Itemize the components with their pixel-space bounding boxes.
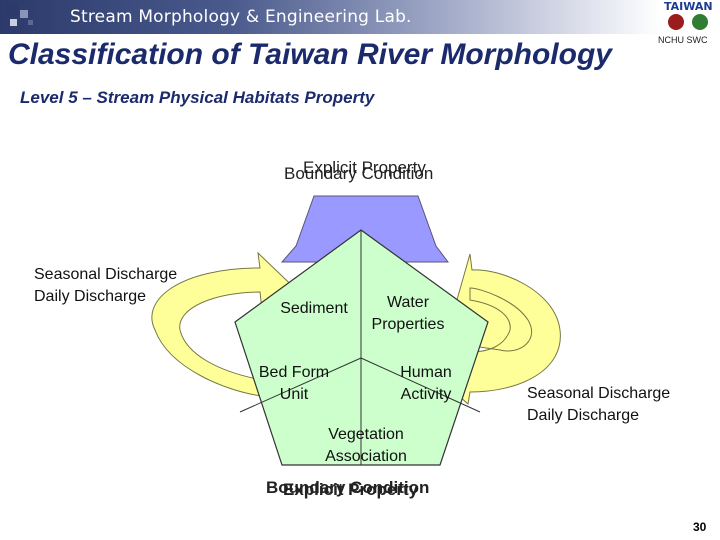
segment-human-line: Human <box>400 364 452 381</box>
seasonal-discharge-label: Seasonal Discharge <box>34 266 178 283</box>
seasonal-discharge-label: Seasonal Discharge <box>527 385 671 402</box>
decor-square <box>20 10 28 18</box>
top-arrow <box>280 195 449 263</box>
segment-vegetation-association: Vegetation Association <box>310 424 422 468</box>
logo-leaf-icon <box>692 14 708 30</box>
page-subtitle: Level 5 – Stream Physical Habitats Prope… <box>20 88 375 107</box>
top-label-boundary: Boundary Condition <box>284 164 434 183</box>
segment-human-line: Activity <box>400 386 452 403</box>
segment-bed-form-unit: Bed Form Unit <box>252 362 336 406</box>
segment-water-line: Properties <box>371 316 445 333</box>
logo-org: NCHU SWC <box>658 35 708 45</box>
segment-vegetation-line: Vegetation <box>328 426 404 443</box>
page-number: 30 <box>693 520 707 534</box>
decor-square <box>28 20 33 25</box>
divider-line <box>360 357 481 413</box>
bottom-label-explicit: Explicit Property <box>283 480 419 499</box>
segment-sediment: Sediment <box>280 300 348 317</box>
segment-human-activity: Human Activity <box>388 362 464 406</box>
decor-square <box>6 4 18 16</box>
right-discharge-labels: Seasonal Discharge Daily Discharge <box>527 383 670 427</box>
segment-water-properties: Water Properties <box>362 292 454 336</box>
logo: TAIWAN NCHU SWC <box>656 0 720 48</box>
bottom-label-boundary: Boundary Condition <box>266 478 430 497</box>
segment-water-line: Water <box>386 294 430 311</box>
top-label-explicit: Explicit Property <box>303 158 426 177</box>
daily-discharge-label: Daily Discharge <box>34 288 147 305</box>
segment-bedform-line: Unit <box>279 386 309 403</box>
segment-vegetation-line: Association <box>325 448 407 465</box>
page-title: Classification of Taiwan River Morpholog… <box>8 38 612 71</box>
decor-square <box>10 19 17 26</box>
logo-emblem-icon <box>668 14 684 30</box>
daily-discharge-label: Daily Discharge <box>527 407 640 424</box>
lab-name: Stream Morphology & Engineering Lab. <box>70 7 412 27</box>
logo-brand: TAIWAN <box>664 0 713 13</box>
left-discharge-labels: Seasonal Discharge Daily Discharge <box>34 264 177 308</box>
header-banner: Stream Morphology & Engineering Lab. <box>0 0 660 34</box>
segment-bedform-line: Bed Form <box>258 364 330 381</box>
divider-line <box>239 357 362 413</box>
